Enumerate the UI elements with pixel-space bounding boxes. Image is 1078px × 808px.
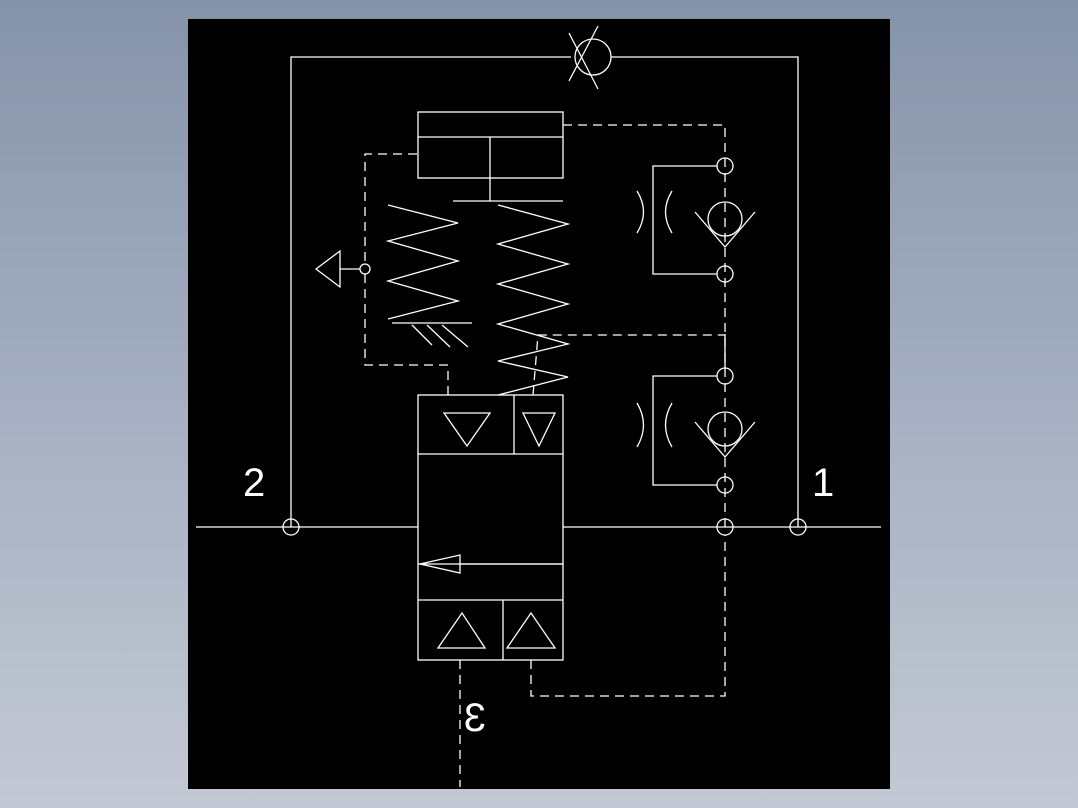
main-valve-body	[417, 394, 564, 661]
port-3-label: 3	[464, 696, 486, 740]
tank-drain-icon	[314, 249, 371, 289]
upper-orifice-icon	[636, 190, 673, 234]
hydraulic-valve-schematic: 2 1 3	[196, 25, 881, 787]
port-3-line	[459, 535, 726, 787]
lower-check-valve-icon	[652, 367, 756, 494]
flow-arrow-icon	[419, 554, 563, 574]
port-1-label: 1	[812, 461, 834, 505]
pilot-cylinder	[417, 111, 564, 202]
return-spring-icon	[495, 204, 571, 396]
bypass-line	[290, 56, 799, 527]
bypass-check-valve-icon	[568, 25, 612, 90]
port-2-label: 2	[243, 461, 265, 505]
adjustable-spring-icon	[385, 204, 472, 348]
drawing-canvas: 2 1 3	[188, 19, 890, 789]
pilot-drain-line	[364, 153, 449, 395]
valve-pressure-triangles	[436, 412, 557, 649]
pilot-line-right	[532, 124, 726, 527]
lower-orifice-icon	[636, 402, 673, 448]
upper-check-valve-icon	[652, 157, 756, 283]
